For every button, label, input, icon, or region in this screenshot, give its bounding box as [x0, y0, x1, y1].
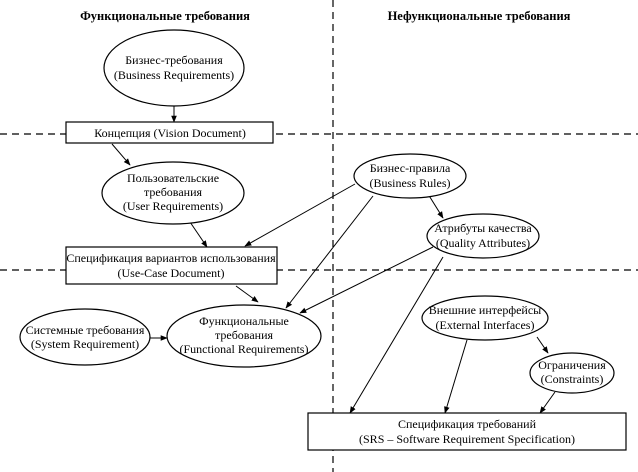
svg-text:Ограничения: Ограничения [538, 358, 606, 372]
svg-text:Пользовательские: Пользовательские [127, 171, 219, 185]
svg-text:(Quality Attributes): (Quality Attributes) [436, 236, 530, 250]
edge-vision-to-user [111, 143, 131, 166]
edge-quality-to-srs [349, 256, 444, 414]
edge-external-to-srs [444, 339, 468, 414]
node-external-interfaces: Внешние интерфейсы (External Interfaces) [421, 295, 549, 341]
svg-text:(System Requirement): (System Requirement) [31, 337, 139, 351]
node-constraints: Ограничения (Constraints) [529, 352, 615, 394]
svg-text:(Business Requirements): (Business Requirements) [114, 68, 234, 82]
node-user-requirements: Пользовательские требования (User Requir… [101, 161, 245, 225]
node-vision-document: Концепция (Vision Document) [65, 121, 274, 144]
svg-text:(Functional Requirements): (Functional Requirements) [180, 342, 309, 356]
node-functional-requirements: Функциональные требования (Functional Re… [166, 304, 322, 368]
svg-text:Спецификация требований: Спецификация требований [398, 417, 537, 431]
node-business-requirements: Бизнес-требования (Business Requirements… [103, 29, 245, 107]
svg-text:Концепция (Vision Document): Концепция (Vision Document) [94, 126, 246, 140]
nonfunctional-header: Нефункциональные требования [388, 9, 571, 23]
svg-text:Бизнес-правила: Бизнес-правила [370, 161, 451, 175]
edge-quality-to-functional [299, 246, 434, 314]
edge-rules-to-usecase [244, 183, 356, 247]
node-system-requirements: Системные требования (System Requirement… [19, 308, 151, 366]
node-business-rules: Бизнес-правила (Business Rules) [353, 153, 467, 199]
svg-text:Спецификация вариантов использ: Спецификация вариантов использования [66, 251, 276, 265]
edge-rules-to-functional [285, 195, 374, 309]
svg-text:(Business Rules): (Business Rules) [370, 176, 451, 190]
svg-text:Внешние интерфейсы: Внешние интерфейсы [429, 303, 542, 317]
svg-text:Атрибуты качества: Атрибуты качества [434, 221, 532, 235]
svg-text:Функциональные: Функциональные [199, 314, 289, 328]
node-srs: Спецификация требований (SRS – Software … [307, 412, 627, 451]
functional-header: Функциональные требования [80, 9, 250, 23]
svg-text:(External Interfaces): (External Interfaces) [436, 318, 535, 332]
svg-text:требования: требования [215, 328, 274, 342]
edge-rules-to-quality [427, 193, 444, 219]
svg-text:(SRS – Software Requirement Sp: (SRS – Software Requirement Specificatio… [359, 432, 575, 446]
svg-text:(Use-Case Document): (Use-Case Document) [118, 266, 225, 280]
edge-user-to-usecase [189, 221, 208, 248]
edge-usecase-to-functional [235, 285, 259, 303]
svg-text:требования: требования [144, 185, 203, 199]
svg-text:(Constraints): (Constraints) [541, 372, 604, 386]
svg-text:Бизнес-требования: Бизнес-требования [125, 53, 223, 67]
svg-text:(User Requirements): (User Requirements) [123, 199, 223, 213]
node-quality-attributes: Атрибуты качества (Quality Attributes) [426, 213, 540, 259]
edge-external-to-constraints [536, 336, 549, 354]
svg-text:Системные требования: Системные требования [26, 323, 145, 337]
node-use-case-document: Спецификация вариантов использования (Us… [65, 246, 278, 285]
edge-constraints-to-srs [539, 391, 556, 414]
